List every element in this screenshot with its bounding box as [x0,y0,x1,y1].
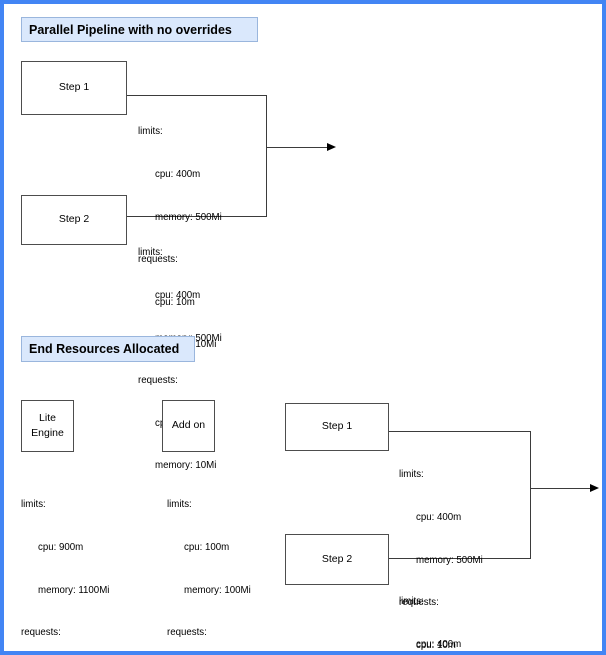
lite-engine-box[interactable]: Lite Engine [21,400,74,452]
limits-label: limits: [399,469,424,481]
add-on-box[interactable]: Add on [162,400,215,452]
add-on-resources: limits: cpu: 100m memory: 100Mi requests… [167,470,251,651]
requests-cpu: cpu: 10m [155,296,195,308]
limits-label: limits: [399,596,424,608]
top-step-2-connector-line [127,216,267,217]
requests-label: requests: [399,597,439,609]
requests-label: requests: [138,254,178,266]
requests-label: requests: [167,627,207,639]
limits-memory: memory: 500Mi [416,554,483,566]
limits-cpu: cpu: 400m [155,169,201,181]
section-title-parallel-pipeline: Parallel Pipeline with no overrides [21,17,258,42]
bottom-step-2-resources: limits: cpu: 400m memory: 500Mi requests… [399,567,483,651]
top-step-2-box[interactable]: Step 2 [21,195,127,245]
limits-cpu: cpu: 400m [416,512,462,524]
bottom-join-vertical-line [530,431,531,559]
bottom-output-arrow-line [530,488,591,489]
top-step-1-connector-line [127,95,267,96]
bottom-output-arrow-head [590,483,599,492]
requests-memory: memory: 10Mi [155,460,217,472]
limits-memory: memory: 500Mi [155,211,222,223]
limits-label: limits: [21,499,46,511]
requests-label: requests: [138,375,178,387]
limits-memory: memory: 100Mi [184,584,251,596]
limits-cpu: cpu: 900m [38,542,84,554]
section-title-end-resources: End Resources Allocated [21,336,195,362]
bottom-step-2-box[interactable]: Step 2 [285,534,389,585]
top-output-arrow-head [327,142,336,151]
bottom-step-1-resources: limits: cpu: 400m memory: 500Mi requests… [399,440,483,651]
limits-label: limits: [138,247,163,259]
limits-cpu: cpu: 400m [155,290,201,302]
diagram-canvas: Parallel Pipeline with no overrides Step… [4,4,602,651]
bottom-step-1-box[interactable]: Step 1 [285,403,389,451]
limits-label: limits: [138,126,163,138]
limits-memory: memory: 1100Mi [38,584,110,596]
bottom-step-1-connector-line [389,431,531,432]
lite-engine-resources: limits: cpu: 900m memory: 1100Mi request… [21,470,110,651]
requests-label: requests: [21,627,61,639]
limits-label: limits: [167,499,192,511]
top-output-arrow-line [266,147,328,148]
top-step-1-box[interactable]: Step 1 [21,61,127,115]
limits-cpu: cpu: 400m [416,639,462,651]
top-join-vertical-line [266,95,267,217]
requests-cpu: cpu: 10m [416,639,456,651]
limits-cpu: cpu: 100m [184,542,230,554]
bottom-step-2-connector-line [389,558,531,559]
